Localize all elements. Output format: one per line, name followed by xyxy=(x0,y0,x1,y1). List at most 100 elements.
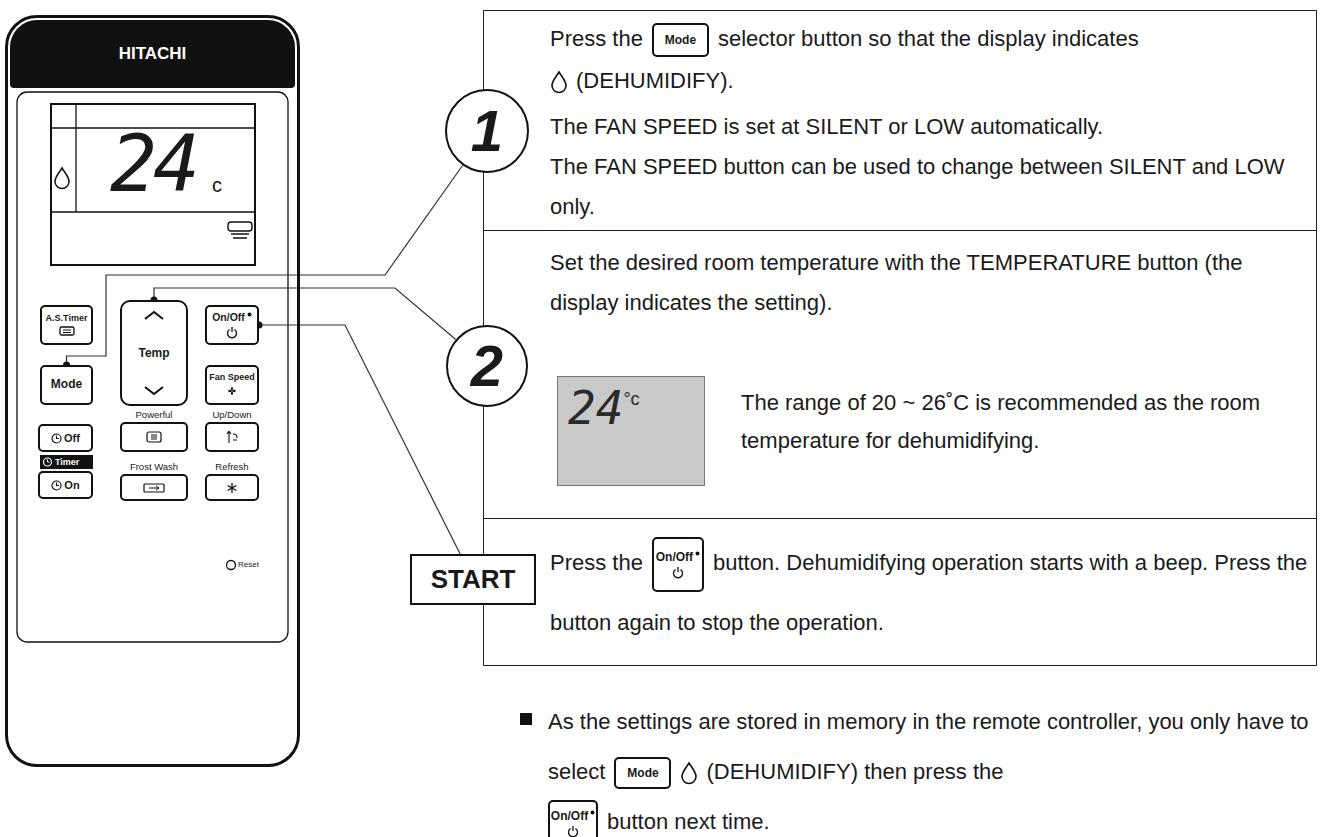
instruction-row: Press the Mode selector button so that the… xyxy=(483,10,1317,231)
timer-button: On xyxy=(38,471,93,499)
drop-icon xyxy=(680,761,698,785)
temp-button: Temp xyxy=(120,300,188,406)
button-face xyxy=(120,422,188,452)
instruction-text: The FAN SPEED is set at SILENT or LOW au… xyxy=(550,114,1103,139)
instruction-row: Press theOn/Offbutton. Dehumidifying ope… xyxy=(483,518,1317,666)
memory-note: As the settings are stored in memory in … xyxy=(548,697,1320,837)
lcd-line xyxy=(75,105,76,212)
power-icon xyxy=(567,825,579,837)
button-label: Up/Down xyxy=(205,409,259,421)
button-label: Temp xyxy=(138,346,169,360)
text-line-block: (DEHUMIDIFY). xyxy=(550,61,1316,101)
clock-icon xyxy=(51,480,62,491)
button-label: Off xyxy=(64,432,80,444)
timer-label: Timer xyxy=(55,455,79,469)
reset-label: Reset xyxy=(238,560,259,570)
reset-hole xyxy=(227,561,236,570)
timer-button: Off xyxy=(38,424,93,452)
text-line-block: Press the Mode selector button so that the… xyxy=(550,17,1316,61)
remote-button: On/Off xyxy=(205,305,259,345)
clock-icon xyxy=(51,433,62,444)
text-line-block: The range of 20 ~ 26˚C is recommended as… xyxy=(741,384,1306,460)
remote-button: Powerful xyxy=(120,409,188,452)
display-reading: °c xyxy=(623,389,639,410)
display-reading: 24 xyxy=(568,385,623,431)
button-label: On/Off xyxy=(212,312,245,324)
updown-icon xyxy=(226,430,238,444)
lcd-display: 24 c xyxy=(50,103,256,266)
callout-number: 2 xyxy=(471,337,503,395)
inline-button: On/Off xyxy=(548,800,598,837)
instruction-text: The range of 20 ~ 26˚C is recommended as… xyxy=(741,390,1260,453)
text-line-block: Press theOn/Offbutton. Dehumidifying ope… xyxy=(550,533,1316,653)
start-tag: START xyxy=(410,554,536,605)
button-face xyxy=(120,474,188,501)
dot-icon xyxy=(590,810,595,820)
remote-button: Up/Down xyxy=(205,409,259,452)
button-label: On/Off xyxy=(656,551,693,564)
inline-button: Mode xyxy=(652,23,709,57)
button-face xyxy=(205,422,259,452)
remote-button: A.S.Timer xyxy=(40,305,93,345)
display-sample: 24°c xyxy=(557,376,705,486)
timer-clock-hands xyxy=(48,460,50,463)
button-label: Fan Speed xyxy=(209,373,255,383)
step-number: 1 xyxy=(445,89,529,173)
as-icon xyxy=(59,326,75,336)
inline-button: On/Off xyxy=(652,537,704,592)
drop-icon xyxy=(550,70,568,94)
pow-icon xyxy=(146,431,162,443)
remote-control: HITACHI 24 cA.S.TimerTemp On/OffMode Fan Spe… xyxy=(5,15,300,767)
leader-line xyxy=(259,325,460,554)
button-label: Frost Wash xyxy=(120,461,188,473)
leader-line xyxy=(154,288,456,339)
button-label: On xyxy=(64,479,79,491)
lcd-line xyxy=(52,211,254,212)
instruction-text: Set the desired room temperature with th… xyxy=(550,250,1243,315)
note-text: (DEHUMIDIFY) then press the xyxy=(706,759,1003,784)
remote-button: Mode xyxy=(40,365,93,405)
refresh-icon xyxy=(226,482,238,494)
frost-icon xyxy=(143,483,165,493)
instruction-text: The FAN SPEED button can be used to chan… xyxy=(550,154,1285,219)
fan-icon xyxy=(226,385,238,397)
dot-icon xyxy=(247,312,252,322)
inline-button: Mode xyxy=(614,757,671,789)
button-label: Mode xyxy=(51,378,82,391)
instruction-text: (DEHUMIDIFY). xyxy=(576,68,734,93)
dot-icon xyxy=(695,551,700,561)
down-icon xyxy=(143,386,165,396)
button-label: Mode xyxy=(627,767,658,780)
timer-clock-icon xyxy=(44,458,52,466)
instruction-text: Press the xyxy=(550,550,643,575)
brand-name: HITACHI xyxy=(10,20,295,88)
up-icon xyxy=(143,310,165,320)
step-number: 2 xyxy=(446,325,528,407)
button-label: Refresh xyxy=(205,461,259,473)
remote-button: Fan Speed xyxy=(205,365,259,405)
instruction-text: Press the xyxy=(550,26,643,51)
power-icon xyxy=(226,326,238,338)
button-label: START xyxy=(431,564,516,595)
text-line-block: The FAN SPEED is set at SILENT or LOW au… xyxy=(550,107,1316,147)
note-text: button next time. xyxy=(607,809,770,834)
button-label: Mode xyxy=(665,34,696,47)
button-label: A.S.Timer xyxy=(46,314,88,324)
timer-band xyxy=(40,455,93,469)
text-line-block: The FAN SPEED button can be used to chan… xyxy=(550,147,1316,227)
button-panel-outline xyxy=(17,92,288,642)
dehumidify-symbol xyxy=(55,168,69,189)
power-icon xyxy=(672,566,684,578)
button-label: Powerful xyxy=(120,409,188,421)
text-line-block: Set the desired room temperature with th… xyxy=(550,243,1316,323)
unit-icon xyxy=(228,222,252,238)
remote-button: Frost Wash xyxy=(120,461,188,501)
instruction-text: selector button so that the display indi… xyxy=(718,26,1139,51)
bullet-square xyxy=(520,713,532,725)
lcd-reading: 24 xyxy=(110,125,196,203)
callout-number: 1 xyxy=(471,102,503,160)
remote-button: Refresh xyxy=(205,461,259,501)
button-face xyxy=(205,474,259,501)
lcd-reading: c xyxy=(212,175,222,195)
